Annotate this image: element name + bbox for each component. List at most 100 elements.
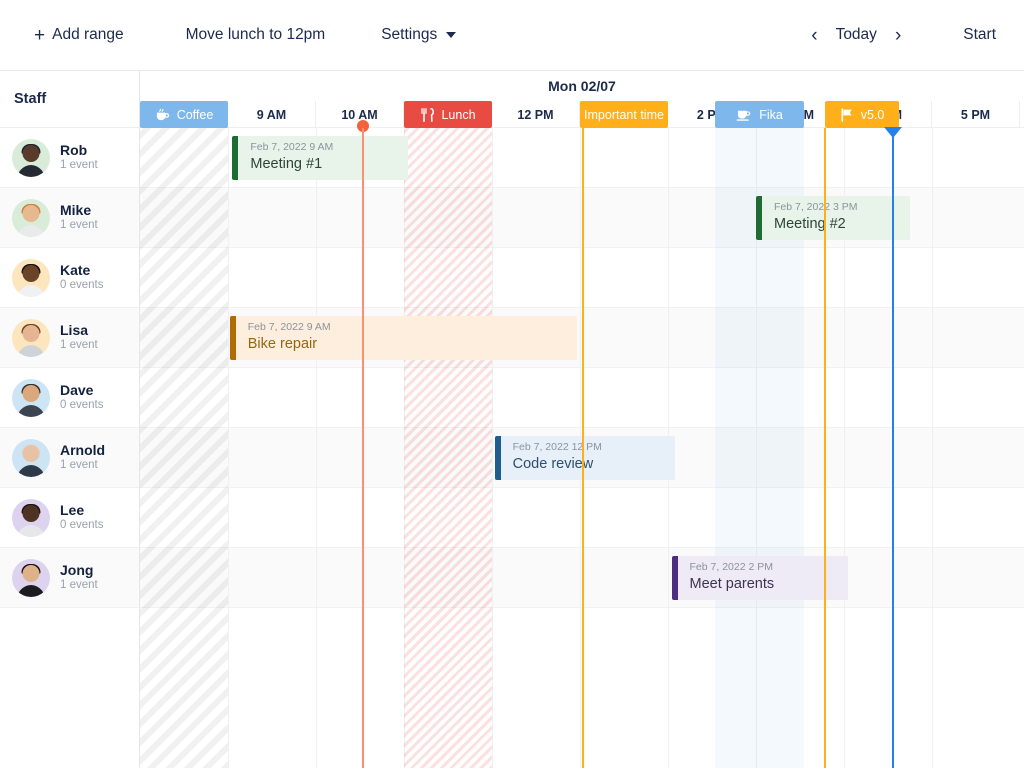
range-pill-lunch[interactable]: Lunch — [404, 101, 492, 128]
avatar — [12, 138, 50, 177]
avatar — [12, 378, 50, 417]
staff-name: Arnold — [60, 442, 106, 459]
event-time: Feb 7, 2022 2 PM — [689, 561, 773, 573]
hour-cell: 10 AM — [316, 101, 404, 128]
range-pill-label: Coffee — [176, 107, 214, 122]
grid-row — [140, 488, 1024, 548]
grid-row — [140, 668, 1024, 728]
event-color-bar — [232, 136, 239, 180]
event-text: Feb 7, 2022 9 AM Meeting #1 — [238, 136, 333, 180]
event-time: Feb 7, 2022 12 PM — [512, 441, 602, 453]
range-pill-important-time[interactable]: Important time — [580, 101, 668, 128]
move-lunch-label: Move lunch to 12pm — [185, 26, 326, 43]
flag-icon — [840, 107, 854, 122]
staff-name: Kate — [60, 262, 91, 279]
next-button[interactable]: › — [883, 22, 913, 49]
settings-label: Settings — [381, 26, 438, 43]
event-time: Feb 7, 2022 9 AM — [247, 321, 331, 333]
hour-cell: 5 PM — [932, 101, 1020, 128]
timeline-date: Mon 02/07 — [140, 71, 1024, 101]
event-color-bar — [671, 556, 678, 600]
grid-column-line — [404, 128, 405, 768]
start-button[interactable]: Start — [953, 20, 1000, 50]
event-color-bar — [229, 316, 236, 360]
range-pill-label: v5.0 — [860, 107, 885, 122]
event-title: Code review — [512, 456, 594, 473]
now-marker-knob — [356, 120, 369, 132]
range-pill-coffee[interactable]: Coffee — [140, 101, 228, 128]
grid-column-line — [932, 128, 933, 768]
avatar — [12, 258, 50, 297]
avatar — [12, 318, 50, 357]
staff-header: Staff — [0, 71, 139, 128]
settings-button[interactable]: Settings — [371, 20, 466, 50]
event-color-bar — [756, 196, 762, 240]
grid-column-line — [756, 128, 757, 768]
today-button[interactable]: Today — [830, 20, 883, 50]
event-time: Feb 7, 2022 9 AM — [250, 141, 334, 153]
coffee-cup-icon — [736, 108, 752, 122]
grid-column-line — [844, 128, 845, 768]
staff-event-count: 1 event — [60, 339, 98, 352]
range-pill-label: Lunch — [441, 107, 476, 122]
event-time: Feb 7, 2022 3 PM — [774, 201, 858, 213]
plus-icon: + — [34, 24, 46, 46]
version-marker-knob — [884, 127, 903, 138]
avatar — [12, 498, 50, 537]
timeline-rows: Feb 7, 2022 9 AM Meeting #1 Feb 7, 2022 3 … — [140, 128, 1024, 768]
event-code-review[interactable]: Feb 7, 2022 12 PM Code review — [494, 436, 676, 480]
staff-name: Lisa — [60, 322, 89, 339]
chevron-left-icon: ‹ — [811, 24, 818, 46]
chevron-down-icon — [446, 32, 457, 38]
prev-button[interactable]: ‹ — [799, 22, 829, 49]
event-text: Feb 7, 2022 12 PM Code review — [501, 436, 602, 480]
avatar — [12, 198, 50, 237]
event-title: Meeting #1 — [250, 156, 323, 173]
add-range-label: Add range — [52, 26, 124, 43]
avatar — [12, 558, 50, 597]
event-color-bar — [494, 436, 501, 480]
grid-row — [140, 248, 1024, 308]
range-pill-v5-0[interactable]: v5.0 — [824, 101, 900, 128]
hour-cell: 9 AM — [228, 101, 316, 128]
event-meeting-1[interactable]: Feb 7, 2022 9 AM Meeting #1 — [232, 136, 409, 180]
grid-column-line — [316, 128, 317, 768]
move-lunch-button[interactable]: Move lunch to 12pm — [176, 20, 336, 50]
range-pill-fika[interactable]: Fika — [714, 101, 805, 128]
staff-event-count: 0 events — [60, 279, 104, 292]
hour-cell: 12 PM — [492, 101, 580, 128]
chevron-right-icon: › — [894, 24, 902, 46]
range-pill-label: Fika — [759, 107, 783, 122]
grid-row — [140, 548, 1024, 608]
cutlery-icon — [420, 107, 435, 122]
staff-name: Dave — [60, 382, 94, 399]
toolbar: + Add range Move lunch to 12pm Settings … — [0, 0, 1024, 70]
add-range-button[interactable]: + Add range — [24, 20, 134, 51]
